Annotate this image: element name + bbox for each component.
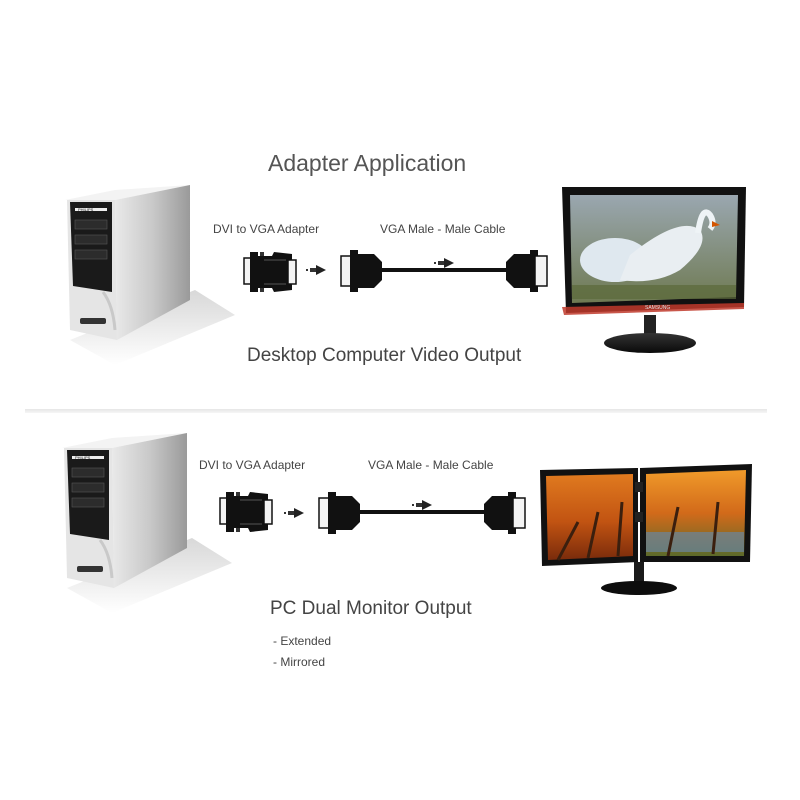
computer-brand-logo: PHILIPS — [78, 207, 94, 212]
monitor-brand-logo: SAMSUNG — [645, 305, 670, 311]
mode-extended: - Extended — [273, 634, 332, 648]
adapter-label: DVI to VGA Adapter — [199, 458, 306, 472]
section-1-caption: Desktop Computer Video Output — [247, 345, 522, 366]
desktop-tower-pc-image: PHILIPS — [62, 433, 232, 613]
cable-label: VGA Male - Male Cable — [380, 222, 506, 236]
dual-monitor-image — [540, 464, 752, 595]
section-divider — [25, 409, 767, 413]
section-2-caption: PC Dual Monitor Output — [270, 598, 472, 619]
diagram-title: Adapter Application — [268, 150, 467, 176]
vga-cable-image — [318, 492, 526, 534]
adapter-label: DVI to VGA Adapter — [213, 222, 320, 236]
samsung-monitor-image: SAMSUNG — [562, 187, 746, 353]
cable-label: VGA Male - Male Cable — [368, 458, 494, 472]
dvi-vga-adapter-image — [219, 492, 273, 532]
arrow-icon — [284, 508, 304, 518]
computer-brand-logo: PHILIPS — [75, 455, 91, 460]
mode-mirrored: - Mirrored — [273, 655, 326, 669]
arrow-icon — [306, 265, 326, 275]
desktop-tower-pc-image: PHILIPS — [65, 185, 235, 365]
dvi-vga-adapter-image — [243, 252, 297, 292]
vga-cable-image — [340, 250, 548, 292]
